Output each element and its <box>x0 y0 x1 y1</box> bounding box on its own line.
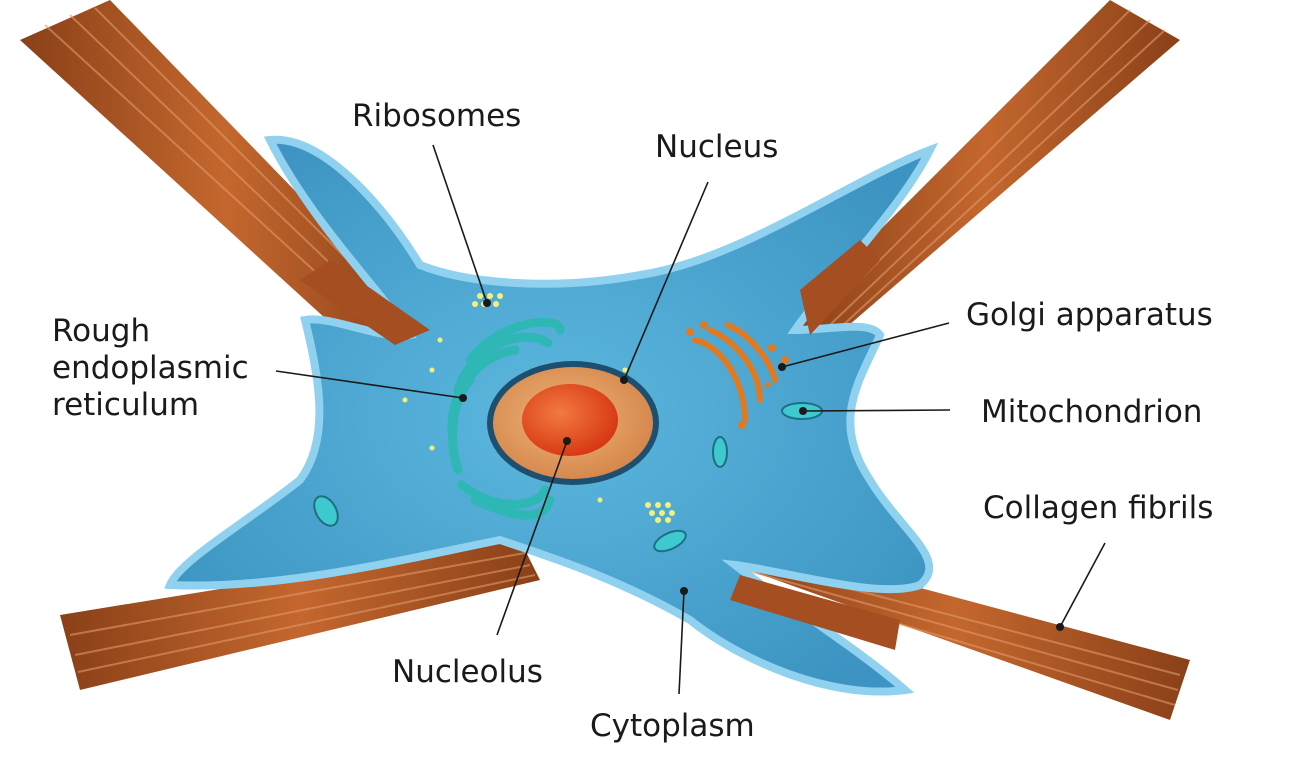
label-rough-er-line2: endoplasmic <box>52 350 249 387</box>
label-rough-er-line3: reticulum <box>52 387 249 424</box>
label-nucleus: Nucleus <box>655 129 778 166</box>
nucleolus-shape <box>522 384 618 456</box>
label-mitochondrion: Mitochondrion <box>981 394 1202 431</box>
leader-collagen <box>1060 543 1105 627</box>
leader-mitochondrion <box>803 410 950 411</box>
label-ribosomes: Ribosomes <box>352 98 521 135</box>
label-rough-er-line1: Rough <box>52 313 249 350</box>
label-nucleolus: Nucleolus <box>392 654 543 691</box>
label-golgi: Golgi apparatus <box>966 297 1213 334</box>
label-cytoplasm: Cytoplasm <box>590 708 755 745</box>
label-collagen: Collagen fibrils <box>983 490 1213 527</box>
label-rough-er: Rough endoplasmic reticulum <box>52 313 249 424</box>
